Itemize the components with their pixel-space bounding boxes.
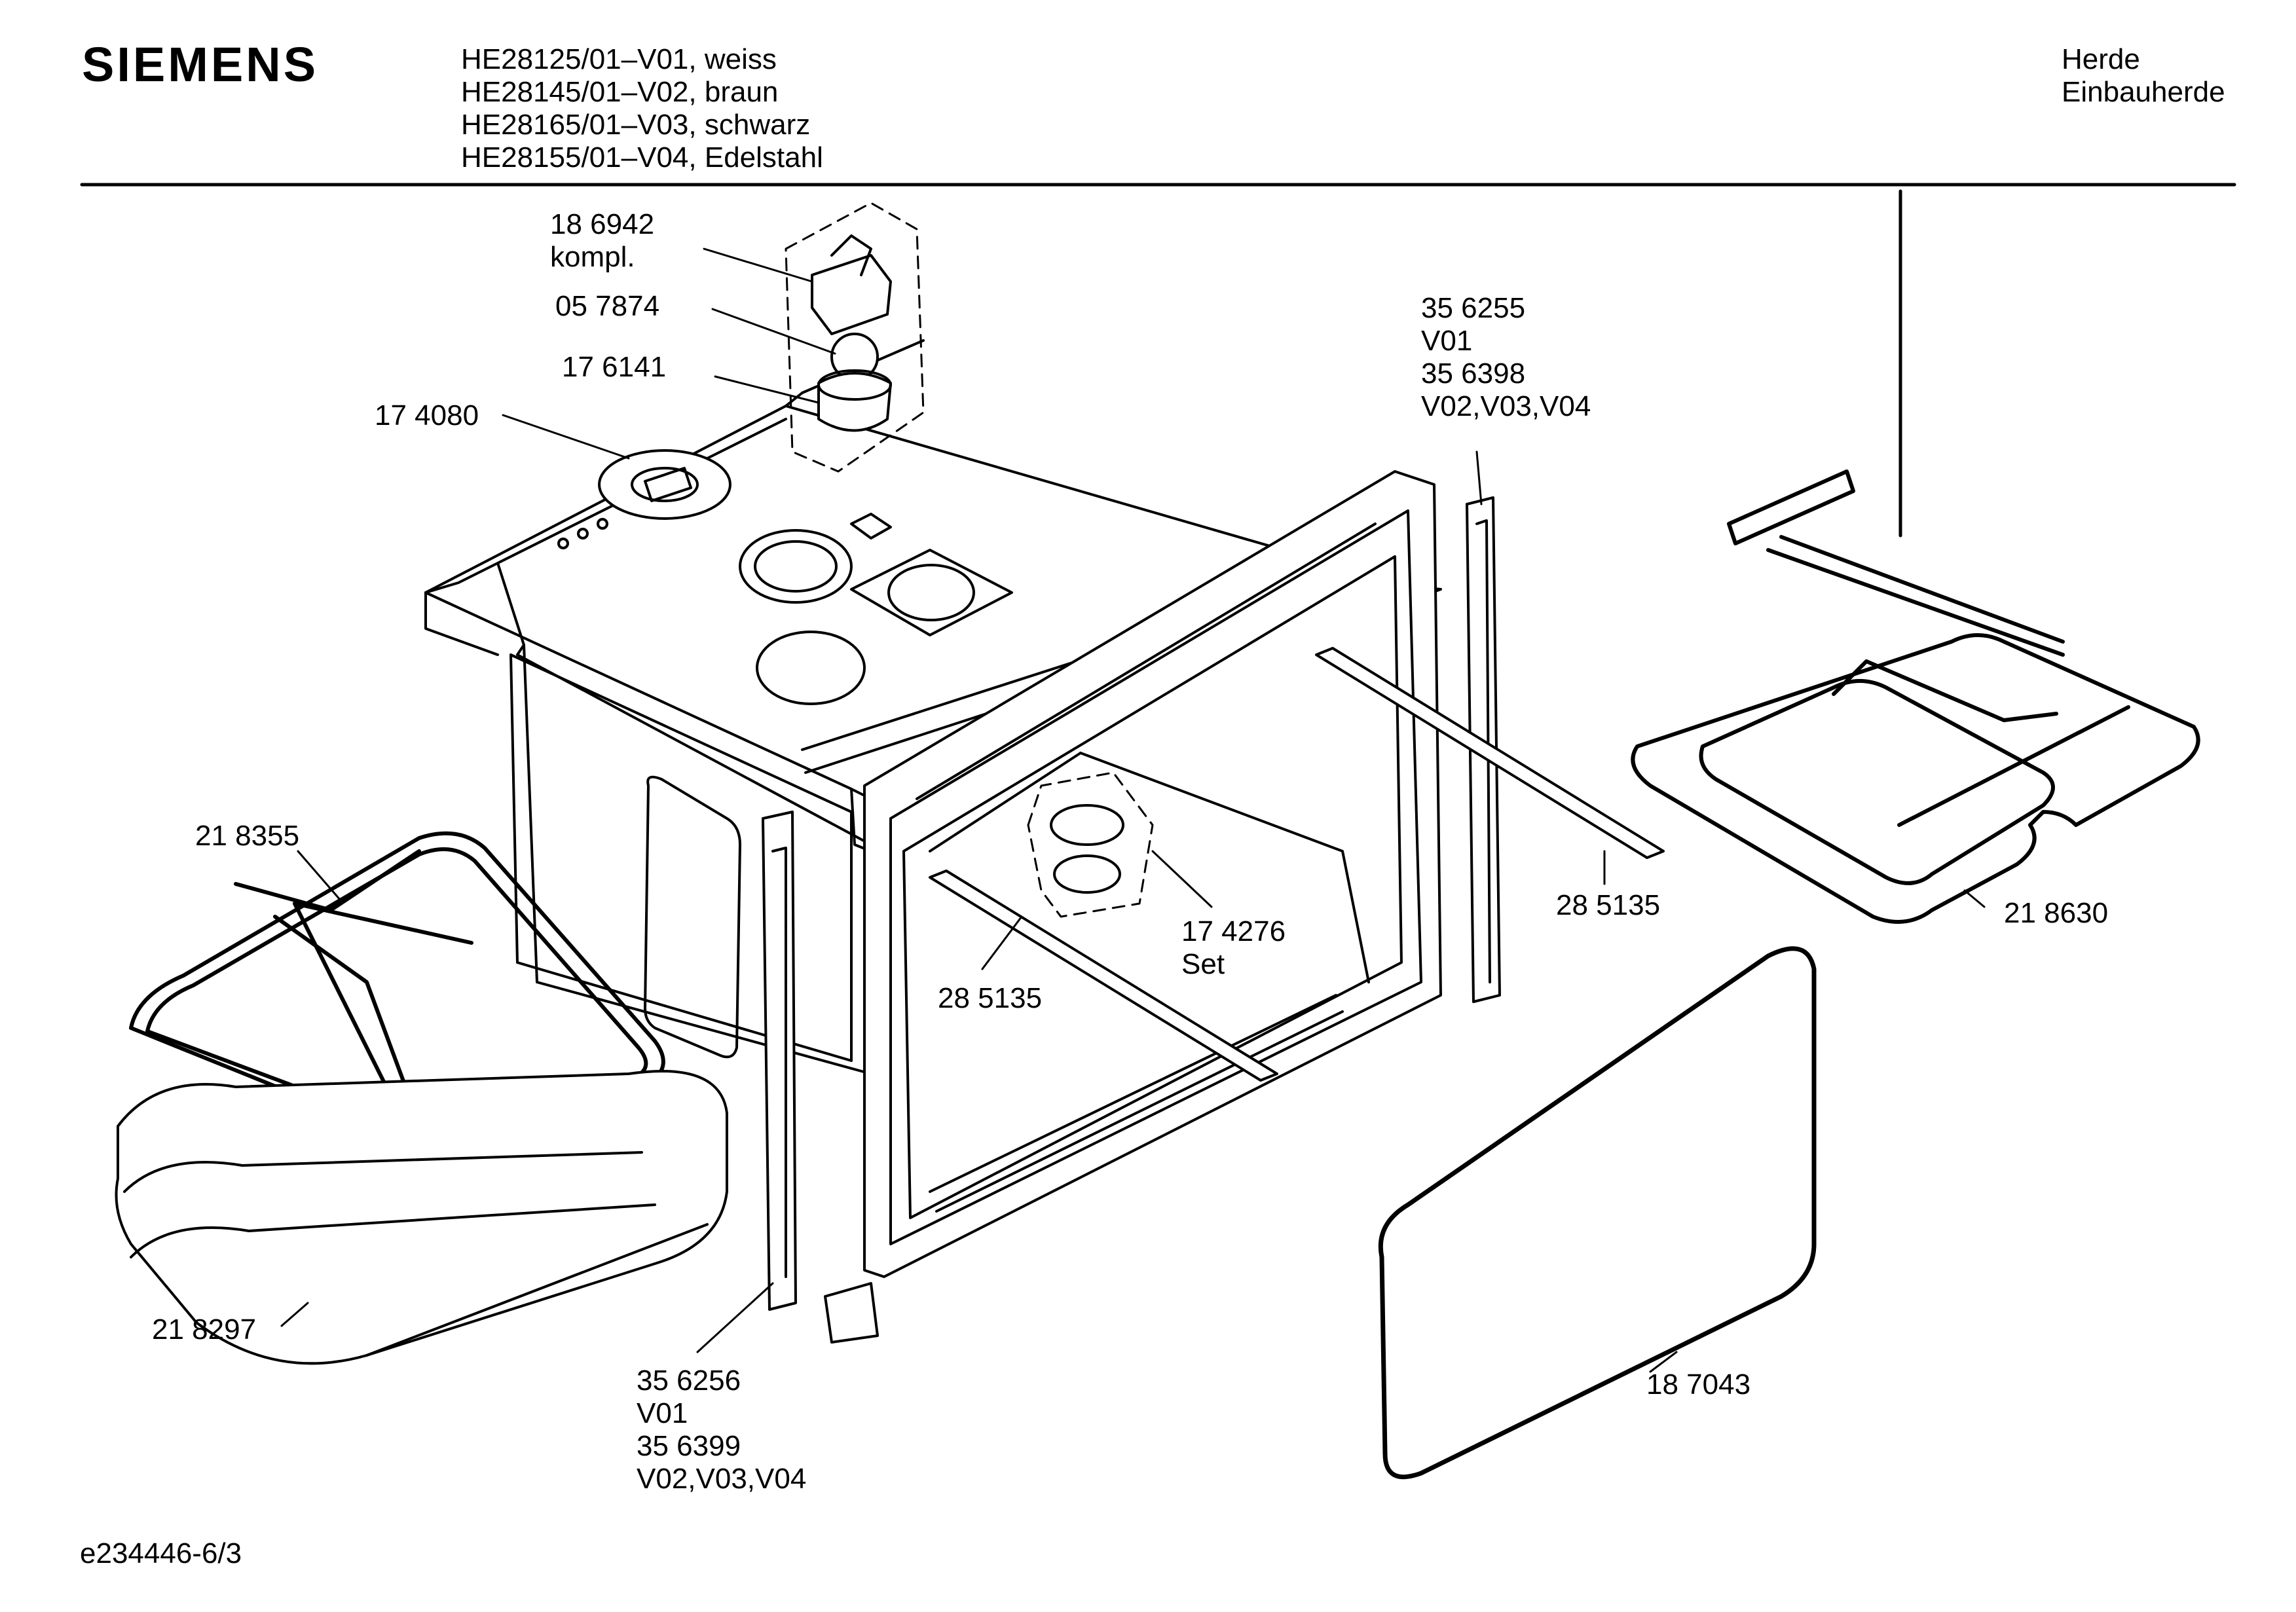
category-line: Einbauherde xyxy=(2062,76,2225,108)
part-label-057874: 05 7874 xyxy=(555,290,659,323)
part-number: 35 6255 xyxy=(1421,292,1526,324)
part-label-218355: 21 8355 xyxy=(195,820,299,852)
part-note: kompl. xyxy=(550,241,635,273)
part-label-218297: 21 8297 xyxy=(152,1313,256,1346)
part-number: 05 7874 xyxy=(555,290,660,322)
grill-heating-element xyxy=(1631,469,2200,924)
part-number: 18 7043 xyxy=(1646,1368,1751,1401)
part-number: 28 5135 xyxy=(938,982,1043,1014)
door-seal xyxy=(1378,946,1817,1480)
part-label-356256: 35 6256 V01 35 6399 V02,V03,V04 xyxy=(637,1365,806,1495)
thermostat-assembly xyxy=(785,202,925,473)
insulation-mat xyxy=(115,1070,728,1365)
part-number: 21 8297 xyxy=(152,1313,257,1346)
part-label-285135-left: 28 5135 xyxy=(938,982,1042,1015)
model-line: HE28155/01–V04, Edelstahl xyxy=(461,141,823,174)
part-number: 28 5135 xyxy=(1556,889,1661,921)
model-line: HE28165/01–V03, schwarz xyxy=(461,109,811,141)
mounting-plate xyxy=(598,449,731,520)
part-number: 18 6942 xyxy=(550,208,655,240)
part-label-187043: 18 7043 xyxy=(1646,1368,1750,1401)
document-id: e234446-6/3 xyxy=(80,1537,242,1569)
telescopic-rail-right xyxy=(1315,647,1665,859)
part-label-176141: 17 6141 xyxy=(562,351,666,384)
category: Herde Einbauherde xyxy=(2062,43,2225,109)
part-variant: V01 xyxy=(1421,325,1473,357)
part-number: 17 6141 xyxy=(562,351,667,383)
part-number: 21 8630 xyxy=(2004,897,2109,929)
category-line: Herde xyxy=(2062,43,2140,75)
part-number: 35 6398 xyxy=(1421,357,1526,390)
part-number: 17 4276 xyxy=(1181,915,1286,947)
part-number: 17 4080 xyxy=(375,399,479,431)
model-line: HE28125/01–V01, weiss xyxy=(461,43,777,75)
part-note: Set xyxy=(1181,948,1225,980)
part-variant: V02,V03,V04 xyxy=(1421,390,1591,422)
part-label-174080: 17 4080 xyxy=(375,399,479,432)
left-shelf-rail xyxy=(762,811,797,1311)
part-variant: V01 xyxy=(637,1397,688,1429)
part-label-174276: 17 4276 Set xyxy=(1181,915,1286,981)
part-number: 21 8355 xyxy=(195,820,300,852)
leader-lines xyxy=(280,247,1986,1373)
part-label-285135-right: 28 5135 xyxy=(1556,889,1660,922)
brand-logo: SIEMENS xyxy=(82,37,319,92)
part-variant: V02,V03,V04 xyxy=(637,1463,807,1495)
part-label-356255: 35 6255 V01 35 6398 V02,V03,V04 xyxy=(1421,292,1591,423)
model-line: HE28145/01–V02, braun xyxy=(461,76,779,108)
part-label-218630: 21 8630 xyxy=(2004,897,2108,930)
part-label-186942: 18 6942 kompl. xyxy=(550,208,654,274)
model-list: HE28125/01–V01, weiss HE28145/01–V02, br… xyxy=(461,43,823,174)
part-number: 35 6256 xyxy=(637,1365,741,1397)
part-number: 35 6399 xyxy=(637,1430,741,1462)
lamp-set xyxy=(1027,771,1154,918)
